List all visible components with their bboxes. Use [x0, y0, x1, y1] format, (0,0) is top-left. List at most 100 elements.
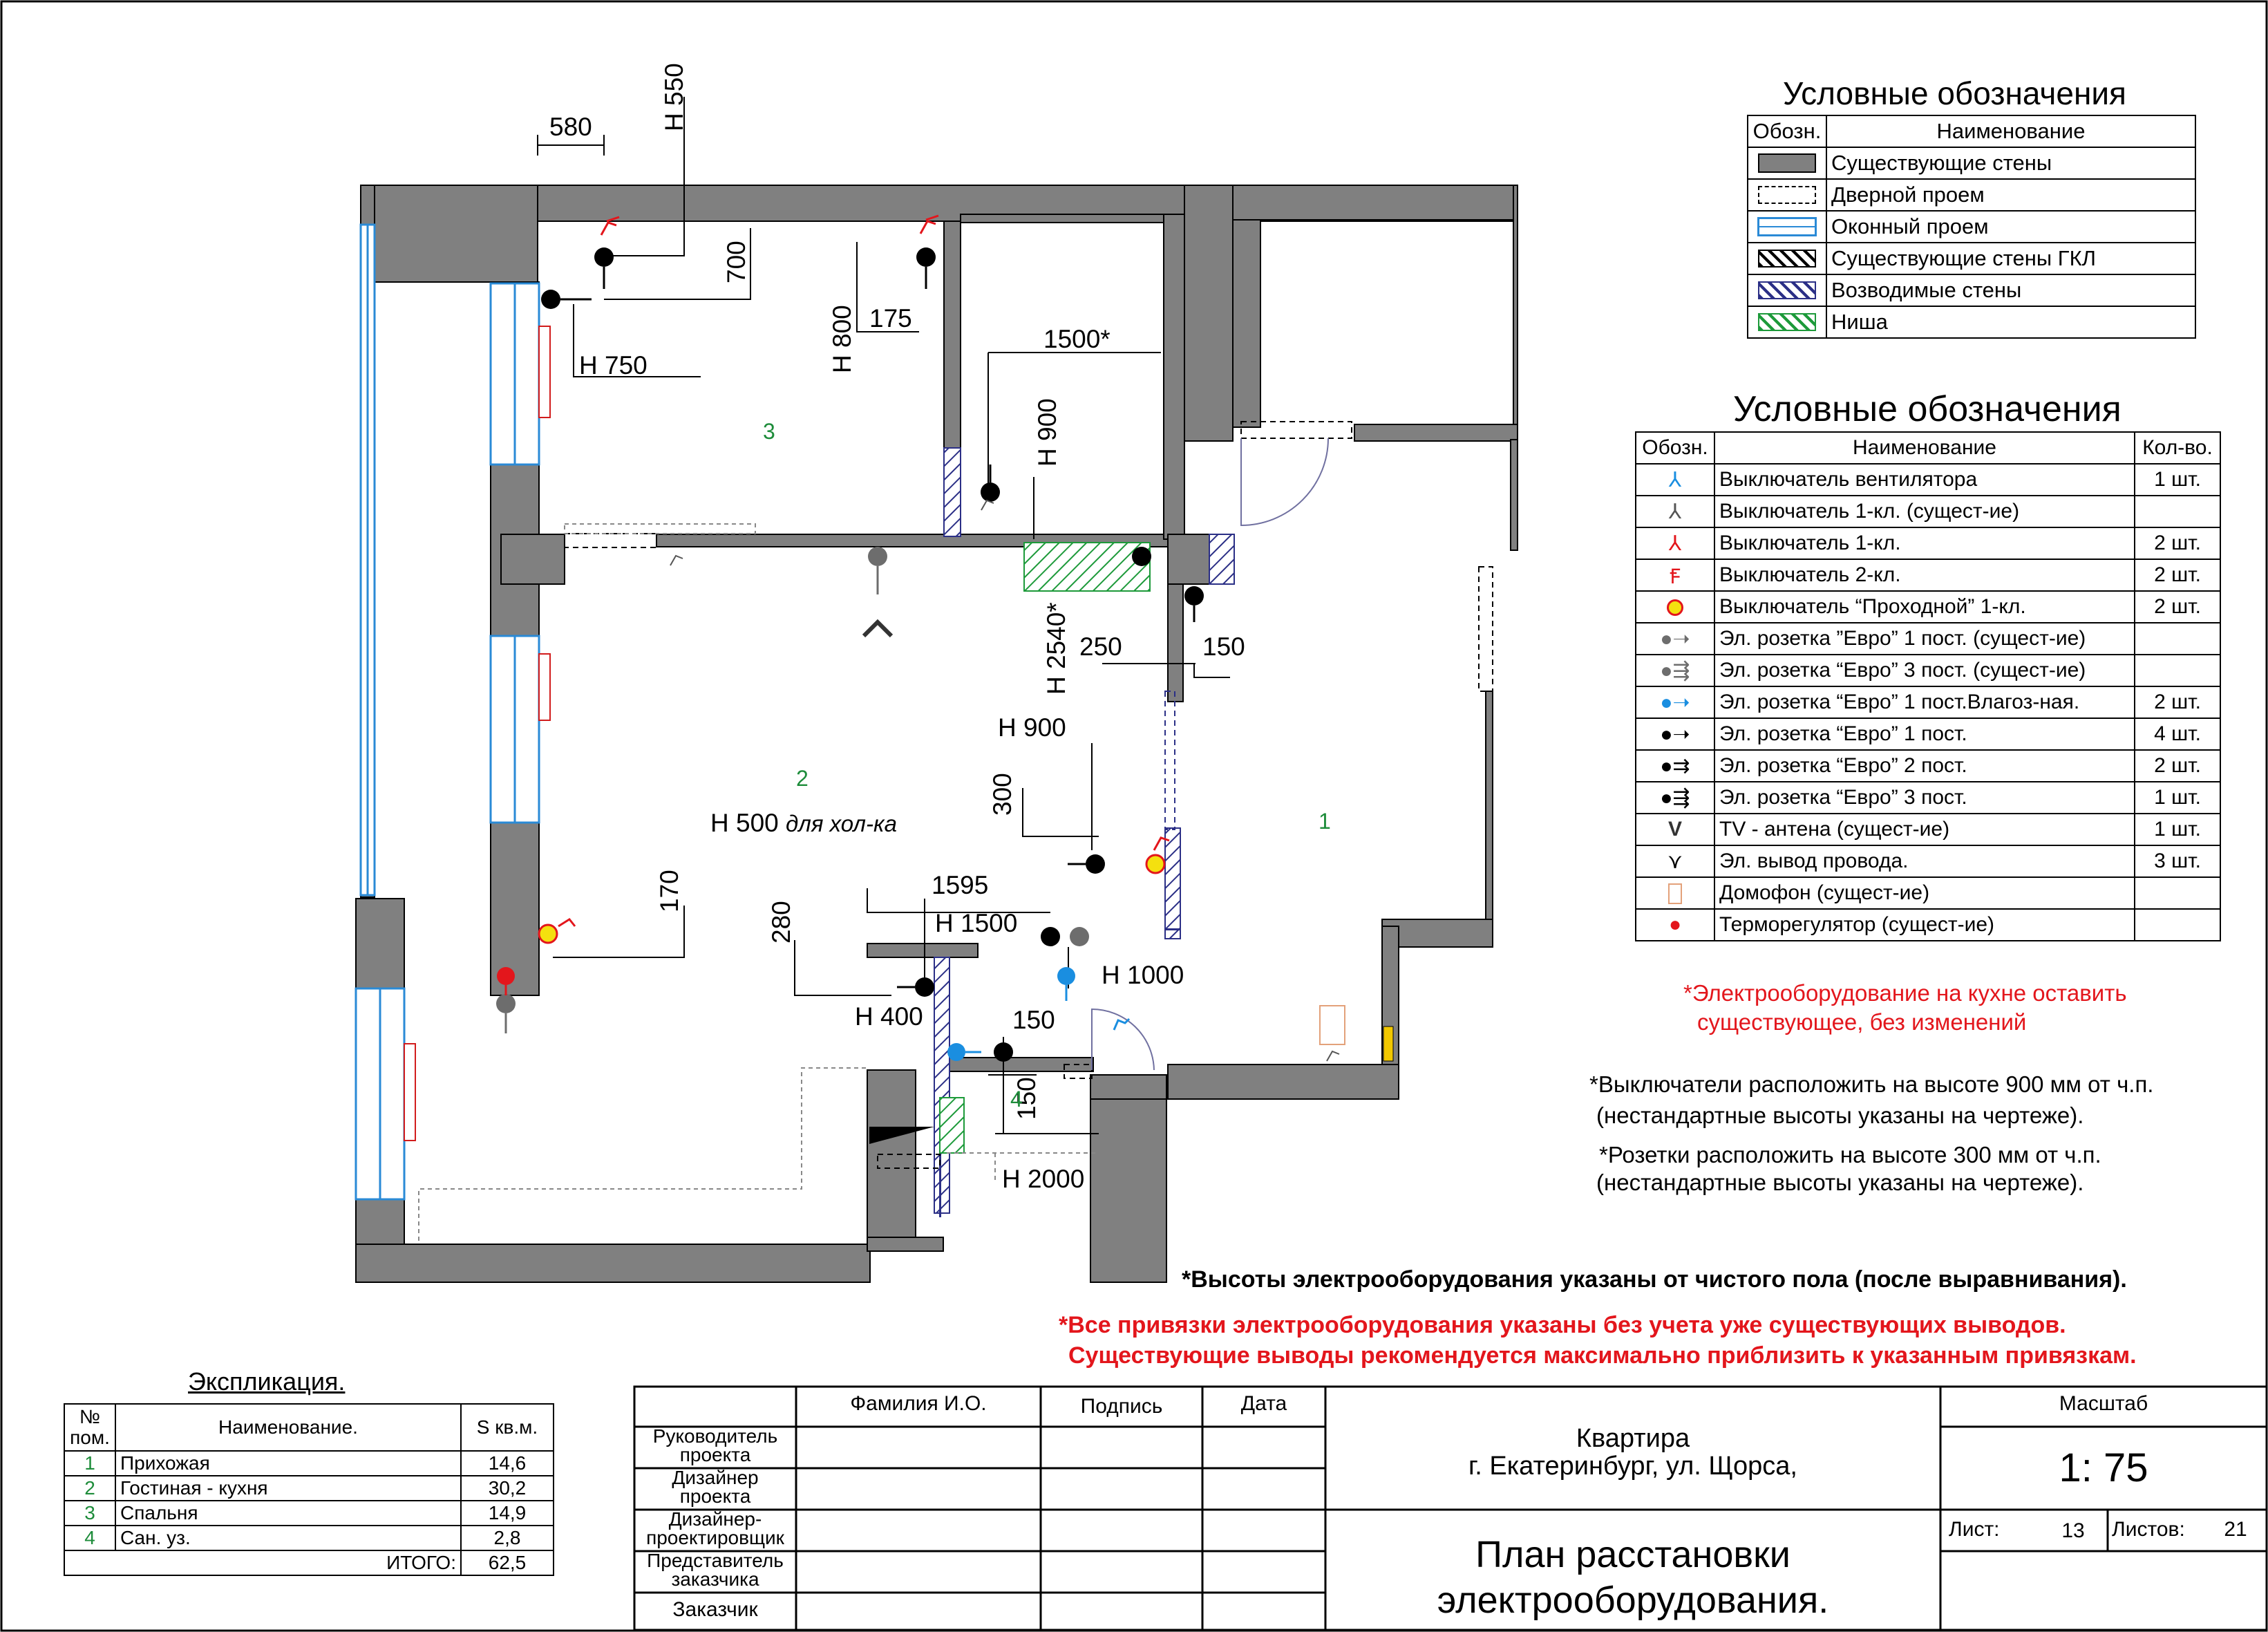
door-swings [1091, 438, 1329, 1071]
room-number-1: 1 [1319, 809, 1331, 834]
existing-wall-symbol [1747, 147, 1827, 180]
title-col-name: Фамилия И.О. [850, 1392, 987, 1415]
legend-electric-qty [2134, 622, 2221, 655]
explication-col-area: S кв.м. [460, 1403, 554, 1452]
note-binding-2: Существующие выводы рекомендуется максим… [1068, 1342, 2137, 1369]
legend-electric-qty: 4 шт. [2134, 717, 2221, 751]
explication-row-name: Сан. уз. [115, 1525, 462, 1551]
legend-electric-item: Эл. розетка “Евро” 2 пост. [1714, 749, 2135, 782]
window-opening-symbol [1747, 210, 1827, 243]
explication-row-area: 30,2 [460, 1475, 554, 1501]
legend-electric-item: Эл. розетка “Евро” 1 пост.Влагоз-ная. [1714, 686, 2135, 719]
dim-150b: 150 [1012, 1006, 1055, 1034]
legend-electric-qty: 2 шт. [2134, 590, 2221, 623]
new-walls [934, 447, 1235, 1217]
legend-walls-col-symbol: Обозн. [1747, 115, 1827, 148]
explication-row-area: 14,6 [460, 1450, 554, 1476]
thermostat-icon: ● [1635, 908, 1715, 941]
socket-3-icon: ●⇶ [1635, 781, 1715, 814]
socket-1-icon: ●➝ [1635, 717, 1715, 751]
existing-switches [670, 499, 1340, 1062]
dim-150a: 150 [1202, 632, 1245, 661]
sheet-value: 13 [2061, 1519, 2085, 1542]
new-wall-symbol [1747, 274, 1827, 307]
title-role: Заказчик [672, 1598, 758, 1621]
niche-bath [939, 1097, 965, 1154]
explication-col-name: Наименование. [115, 1403, 462, 1452]
legend-electric-item: Выключатель 1-кл. [1714, 527, 2135, 560]
dim-1595: 1595 [932, 871, 989, 899]
room-number-2: 2 [796, 766, 809, 791]
radiators [404, 326, 551, 1141]
dim-h500-value: Н 500 [710, 809, 779, 837]
existing-sockets [496, 547, 1089, 1033]
legend-electric-qty: 3 шт. [2134, 845, 2221, 878]
explication-row-no: 4 [64, 1525, 116, 1551]
tv-antenna [862, 619, 894, 638]
intercom [1319, 1005, 1345, 1045]
legend-electric-item: Выключатель вентилятора [1714, 463, 2135, 496]
wire-outlet-icon: ⋎ [1635, 845, 1715, 878]
legend-electric-qty: 2 шт. [2134, 749, 2221, 782]
explication-col-no: № пом. [64, 1403, 116, 1452]
door-openings [564, 421, 1493, 1169]
explication-row-name: Спальня [115, 1500, 462, 1526]
pass-switch-icon [1635, 590, 1715, 623]
legend-walls-item: Оконный проем [1826, 210, 2196, 243]
aux-lines [418, 523, 1099, 1241]
dim-h1000: Н 1000 [1102, 961, 1184, 989]
legend-electric-item: Эл. розетка ”Евро” 1 пост. (сущест-ие) [1714, 622, 2135, 655]
switches [558, 214, 1170, 928]
legend-electric-title: Условные обозначения [1733, 389, 2121, 429]
panel [1383, 1026, 1394, 1062]
socket-moisture-icon: ●➝ [1635, 686, 1715, 719]
switch-existing-icon: ⅄ [1635, 495, 1715, 528]
switch-1key-icon: ⅄ [1635, 527, 1715, 560]
title-object-1: Квартира [1576, 1424, 1690, 1453]
fan-switch [1113, 1017, 1131, 1031]
scale-label: Масштаб [2059, 1392, 2148, 1415]
room-number-3: 3 [763, 419, 775, 444]
door-opening-symbol [1747, 178, 1827, 212]
moisture-sockets [947, 967, 1075, 1061]
dim-h2000: Н 2000 [1002, 1165, 1085, 1193]
legend-walls-item: Существующие стены ГКЛ [1826, 242, 2196, 275]
explication-total-label: ИТОГО: [64, 1550, 462, 1576]
legend-electric-qty: 2 шт. [2134, 686, 2221, 719]
legend-electric-item: Терморегулятор (сущест-ие) [1714, 908, 2135, 941]
niche [1023, 542, 1151, 592]
note-kitchen-2: существующее, без изменений [1697, 1009, 2027, 1035]
note-kitchen-1: *Электрооборудование на кухне оставить [1683, 980, 2127, 1006]
note-switch-1: *Выключатели расположить на высоте 900 м… [1589, 1071, 2154, 1097]
tv-antenna-icon: V [1635, 813, 1715, 846]
explication-row-name: Гостиная - кухня [115, 1475, 462, 1501]
drywall-piece [869, 1127, 934, 1144]
drywall-wall-symbol [1747, 242, 1827, 275]
legend-electric-qty: 1 шт. [2134, 463, 2221, 496]
explication-row-area: 2,8 [460, 1525, 554, 1551]
scale-value: 1: 75 [2059, 1445, 2148, 1490]
legend-walls-title: Условные обозначения [1783, 75, 2126, 111]
legend-electric-item: Эл. розетка “Евро” 3 пост. (сущест-ие) [1714, 654, 2135, 687]
explication-title: Экспликация. [188, 1367, 346, 1396]
legend-electric-item: Эл. розетка “Евро” 1 пост. [1714, 717, 2135, 751]
legend-walls-item: Ниша [1826, 306, 2196, 339]
legend-electric-qty: 1 шт. [2134, 781, 2221, 814]
sheets-value: 21 [2224, 1518, 2247, 1541]
fan-switch-icon: ⅄ [1635, 463, 1715, 496]
dim-580: 580 [549, 113, 592, 141]
dim-1500: 1500* [1043, 325, 1111, 353]
switch-2key-icon: Ꞙ [1635, 559, 1715, 592]
legend-electric-item: TV - антена (сущест-ие) [1714, 813, 2135, 846]
legend-electric-qty [2134, 495, 2221, 528]
dim-175: 175 [869, 304, 912, 332]
legend-walls-item: Дверной проем [1826, 178, 2196, 212]
legend-walls-table: Обозн. Наименование Существующие стены Д… [1747, 115, 2196, 339]
title-col-date: Дата [1240, 1392, 1287, 1415]
legend-electric-col-name: Наименование [1714, 431, 2135, 465]
dim-h900b: Н 900 [998, 713, 1066, 742]
explication-total-value: 62,5 [460, 1550, 554, 1576]
pass-switches [538, 854, 1166, 944]
